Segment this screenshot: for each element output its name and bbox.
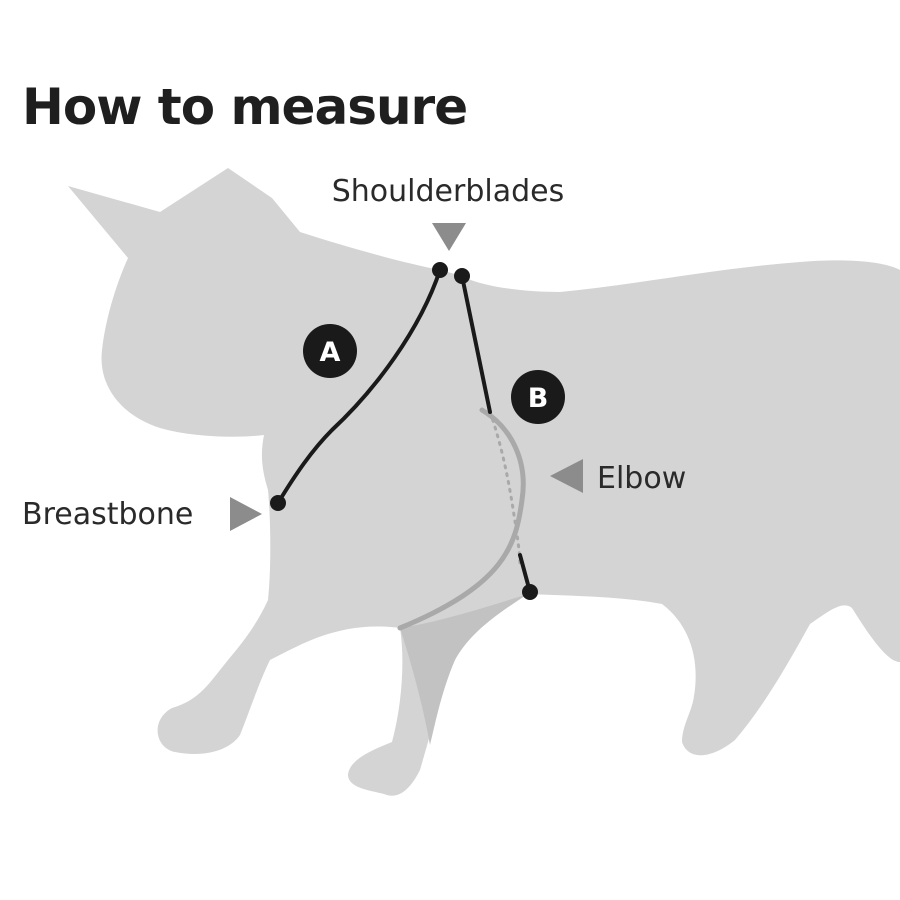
breastbone-pointer-icon bbox=[230, 497, 262, 531]
elbow-pointer-icon bbox=[550, 459, 583, 493]
shoulderblade-point-b bbox=[454, 268, 470, 284]
marker-b-circle bbox=[511, 370, 565, 424]
shoulderblades-label: Shoulderblades bbox=[332, 174, 565, 209]
marker-a-label: A bbox=[320, 337, 341, 368]
front-leg-shade bbox=[400, 594, 528, 745]
breastbone-label: Breastbone bbox=[22, 497, 193, 532]
marker-b: B bbox=[511, 370, 565, 424]
elbow-point bbox=[522, 584, 538, 600]
marker-b-label: B bbox=[528, 383, 549, 414]
shoulderblades-pointer-icon bbox=[432, 223, 466, 251]
marker-a: A bbox=[303, 324, 357, 378]
breastbone-point bbox=[270, 495, 286, 511]
elbow-label: Elbow bbox=[597, 461, 686, 496]
cat-silhouette bbox=[68, 168, 900, 796]
elbow-curve bbox=[397, 407, 526, 631]
measure-line-a bbox=[276, 268, 442, 505]
page-title: How to measure bbox=[22, 78, 468, 136]
measure-line-b bbox=[460, 274, 492, 414]
measure-line-b-dotted bbox=[488, 410, 522, 567]
shoulderblade-point-a bbox=[432, 262, 448, 278]
cat-body bbox=[68, 168, 900, 796]
marker-a-circle bbox=[303, 324, 357, 378]
